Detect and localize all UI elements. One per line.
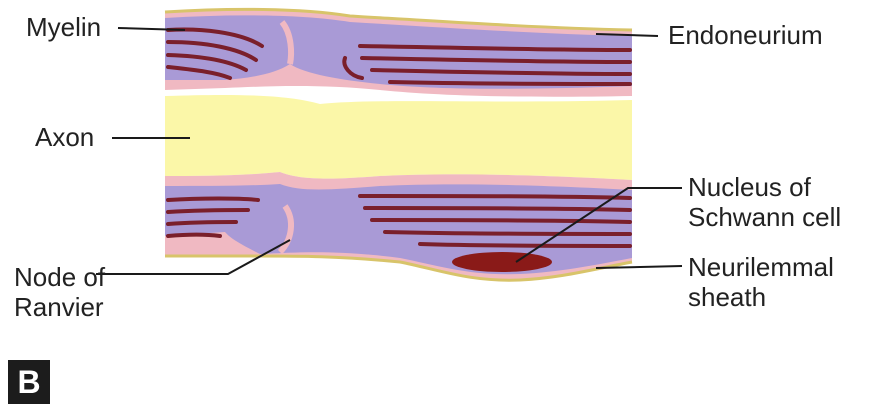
schwann-nucleus [452, 252, 552, 272]
axon [165, 95, 632, 180]
endoneurium-label: Endoneurium [668, 20, 823, 50]
neurilemmal-label: Neurilemmal sheath [688, 252, 834, 312]
node-of-ranvier-label: Node of Ranvier [14, 262, 105, 322]
panel-letter: B [8, 360, 50, 404]
axon-label: Axon [35, 122, 94, 152]
myelin-label: Myelin [26, 12, 101, 42]
nucleus-label: Nucleus of Schwann cell [688, 172, 841, 232]
